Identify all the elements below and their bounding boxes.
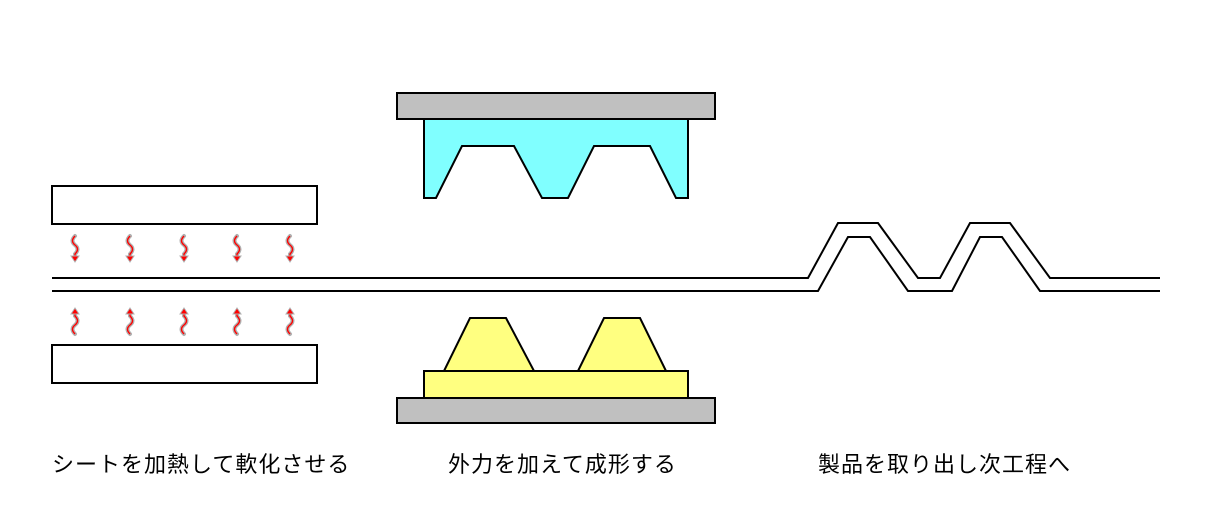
heat-down-arrow-icon bbox=[125, 234, 135, 263]
heat-down-arrow-icon bbox=[70, 234, 80, 263]
caption-release: 製品を取り出し次工程へ bbox=[818, 453, 1072, 478]
heat-up-arrow-icon bbox=[70, 307, 80, 336]
heat-down-arrow-icon bbox=[285, 234, 295, 263]
heat-down-arrow-icon bbox=[232, 234, 242, 263]
heat-up-arrow-icon bbox=[125, 307, 135, 336]
lower-platen bbox=[396, 397, 716, 424]
heat-up-arrow-icon bbox=[179, 307, 189, 336]
sheet-top-edge bbox=[52, 222, 1160, 279]
forming-step bbox=[396, 92, 716, 424]
upper-platen bbox=[396, 92, 716, 120]
heat-arrows-up bbox=[70, 307, 295, 336]
caption-forming: 外力を加えて成形する bbox=[448, 453, 677, 478]
caption-heating: シートを加熱して軟化させる bbox=[52, 453, 351, 478]
heat-arrows-down bbox=[70, 234, 295, 263]
upper-mold bbox=[423, 118, 689, 199]
heat-down-arrow-icon bbox=[179, 234, 189, 263]
sheet-bottom-edge bbox=[52, 236, 1160, 292]
lower-mold bbox=[423, 317, 689, 399]
heat-up-arrow-icon bbox=[285, 307, 295, 336]
heat-up-arrow-icon bbox=[232, 307, 242, 336]
plastic-sheet bbox=[52, 222, 1160, 292]
heating-step bbox=[51, 185, 318, 384]
lower-heater bbox=[51, 344, 318, 384]
upper-heater bbox=[51, 185, 318, 225]
